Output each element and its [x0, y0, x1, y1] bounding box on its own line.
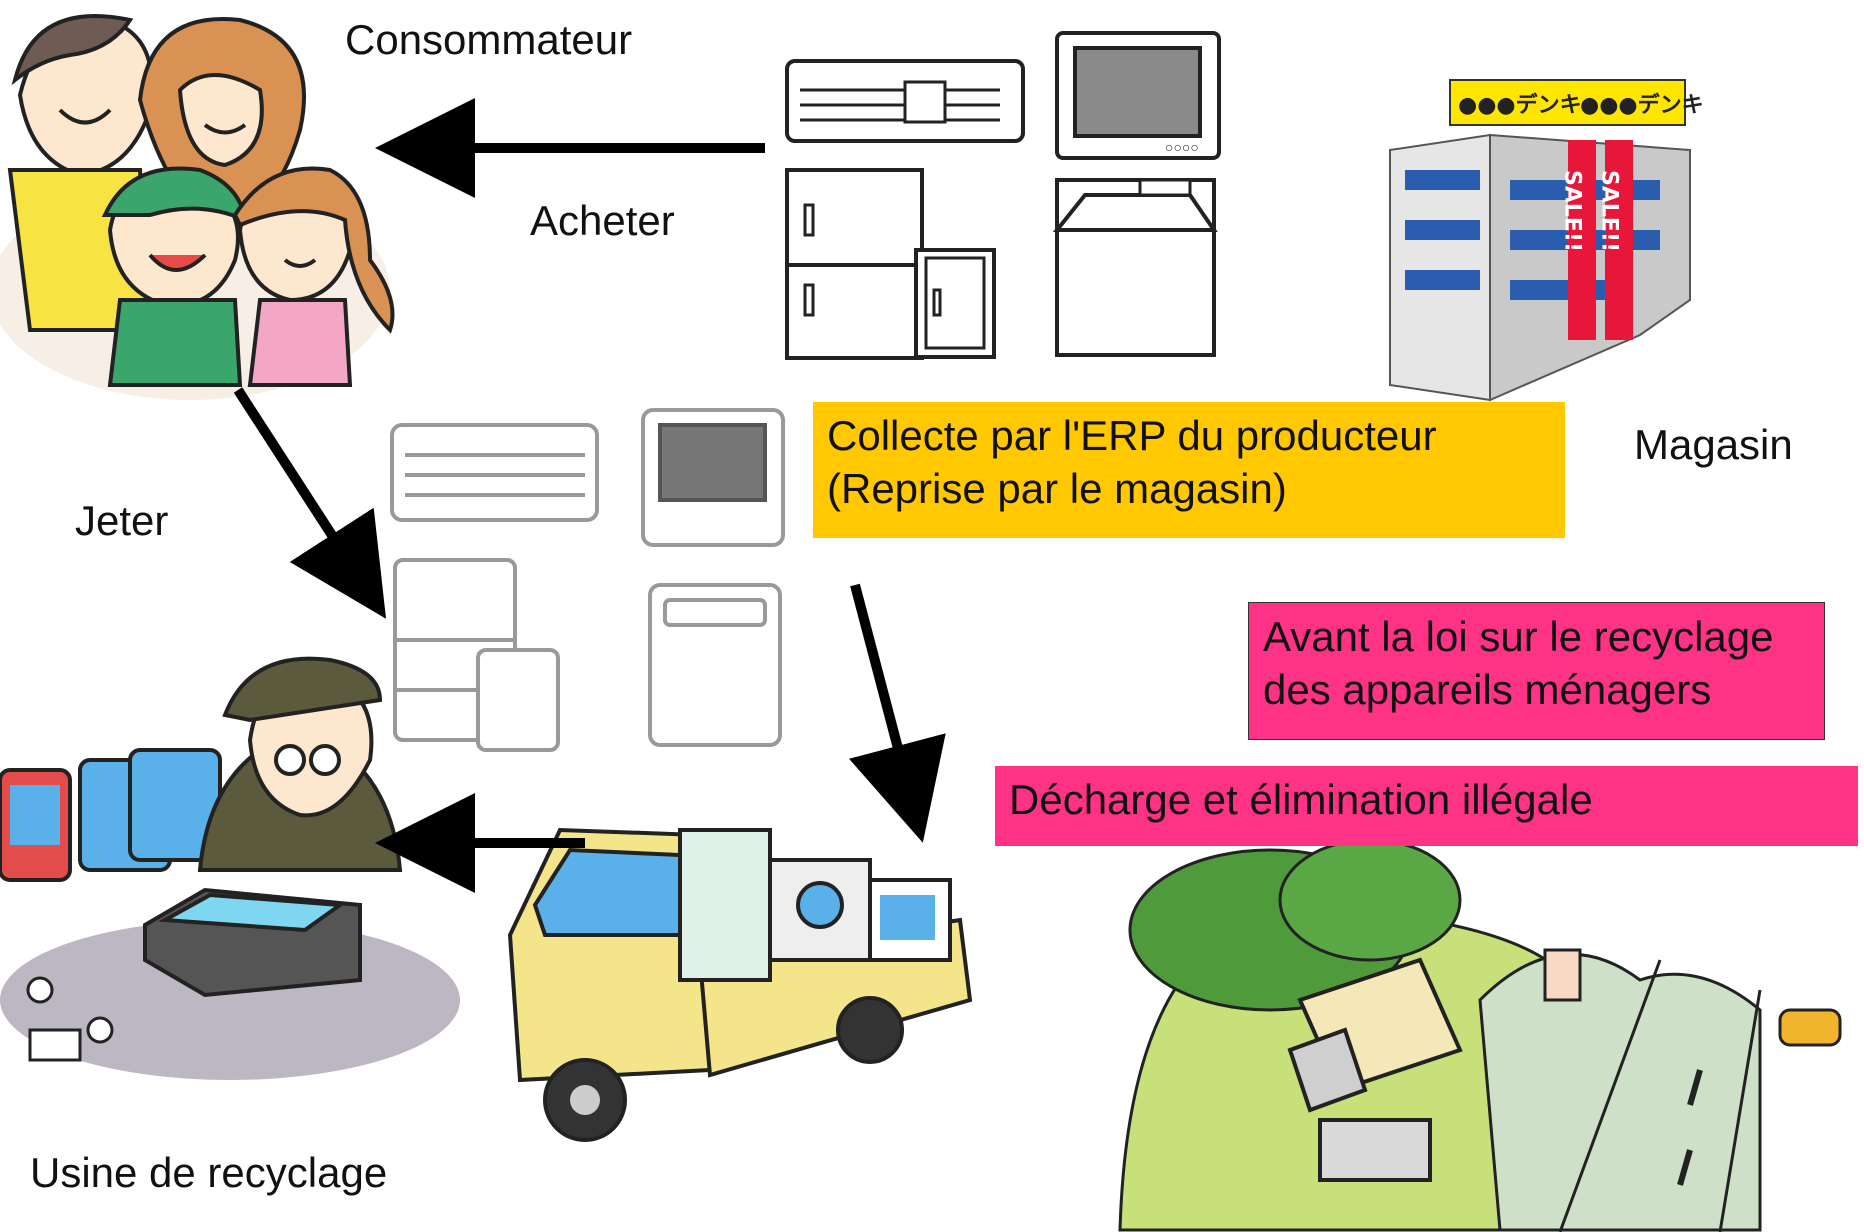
truck-illustration	[507, 827, 973, 1142]
illegal-dumping-illustration	[1118, 838, 1842, 1232]
arrow-collection	[849, 583, 946, 843]
throw-away-label: Jeter	[75, 497, 169, 544]
consumer-label: Consommateur	[345, 16, 633, 63]
old-appliances	[390, 408, 785, 752]
collection-box: Collecte par l'ERP du producteur (Repris…	[813, 402, 1565, 538]
flow-arrows	[233, 98, 946, 893]
recycling-worker-illustration	[0, 656, 460, 1080]
store-sign-brand-2: ●●●デンキ	[1580, 92, 1704, 118]
store-sign-brand-1: ●●●デンキ	[1458, 92, 1582, 118]
illegal-dumping-box-line-1: Décharge et élimination illégale	[1009, 776, 1593, 823]
family-illustration	[0, 14, 395, 400]
collection-box-line-1: Collecte par l'ERP du producteur	[827, 412, 1437, 459]
sale-banner-2: SALE!!	[1597, 170, 1622, 252]
arrow-throw-away	[233, 387, 387, 619]
buy-label: Acheter	[530, 197, 675, 244]
tv-buttons-text: ○○○○	[1165, 139, 1199, 155]
store-building: ●●●デンキ ●●●デンキ SALE!! SALE!!	[1389, 79, 1704, 402]
store-label: Magasin	[1634, 421, 1793, 468]
before-law-box-line-1: Avant la loi sur le recyclage	[1263, 613, 1774, 660]
new-appliances: ○○○○	[785, 31, 1221, 360]
before-law-box: Avant la loi sur le recyclage des appare…	[1248, 602, 1825, 740]
collection-box-line-2: (Reprise par le magasin)	[827, 464, 1287, 512]
illegal-dumping-box: Décharge et élimination illégale	[995, 766, 1858, 846]
before-law-box-line-2: des appareils ménagers	[1263, 665, 1712, 713]
recycling-plant-label: Usine de recyclage	[30, 1149, 388, 1196]
sale-banner-1: SALE!!	[1560, 170, 1585, 252]
